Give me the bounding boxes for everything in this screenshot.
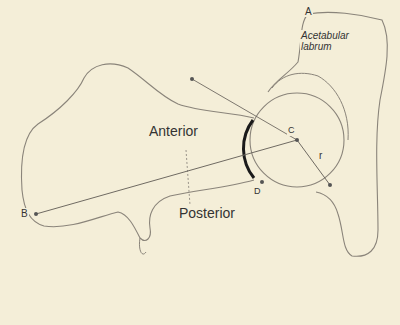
radius-line: [297, 140, 330, 185]
point-c: [295, 138, 299, 142]
acetabular-labrum: [272, 73, 318, 88]
neck-section-line: [186, 150, 190, 205]
axis-line-b-c: [36, 140, 297, 214]
direction-label: Anterior: [148, 124, 199, 139]
lesser-trochanter: [139, 238, 146, 254]
point-d: [260, 180, 264, 184]
point-b: [34, 212, 38, 216]
direction-label: Posterior: [178, 206, 236, 221]
femur-outline: [22, 64, 254, 240]
part-label: Acetabular labrum: [300, 30, 362, 52]
pelvis-outline: [268, 12, 387, 256]
callout-letter: A: [304, 6, 313, 17]
callout-letter: C: [287, 126, 296, 136]
cartilage-arc: [243, 120, 254, 178]
femoral-head: [250, 93, 344, 187]
acetabulum-rim: [318, 76, 348, 140]
axis-line-anterior: [192, 79, 297, 140]
callout-letter: D: [253, 187, 262, 197]
callout-letter: r: [318, 150, 323, 161]
point-r: [328, 183, 332, 187]
callout-letter: B: [20, 208, 29, 219]
point-anterior: [190, 77, 194, 81]
